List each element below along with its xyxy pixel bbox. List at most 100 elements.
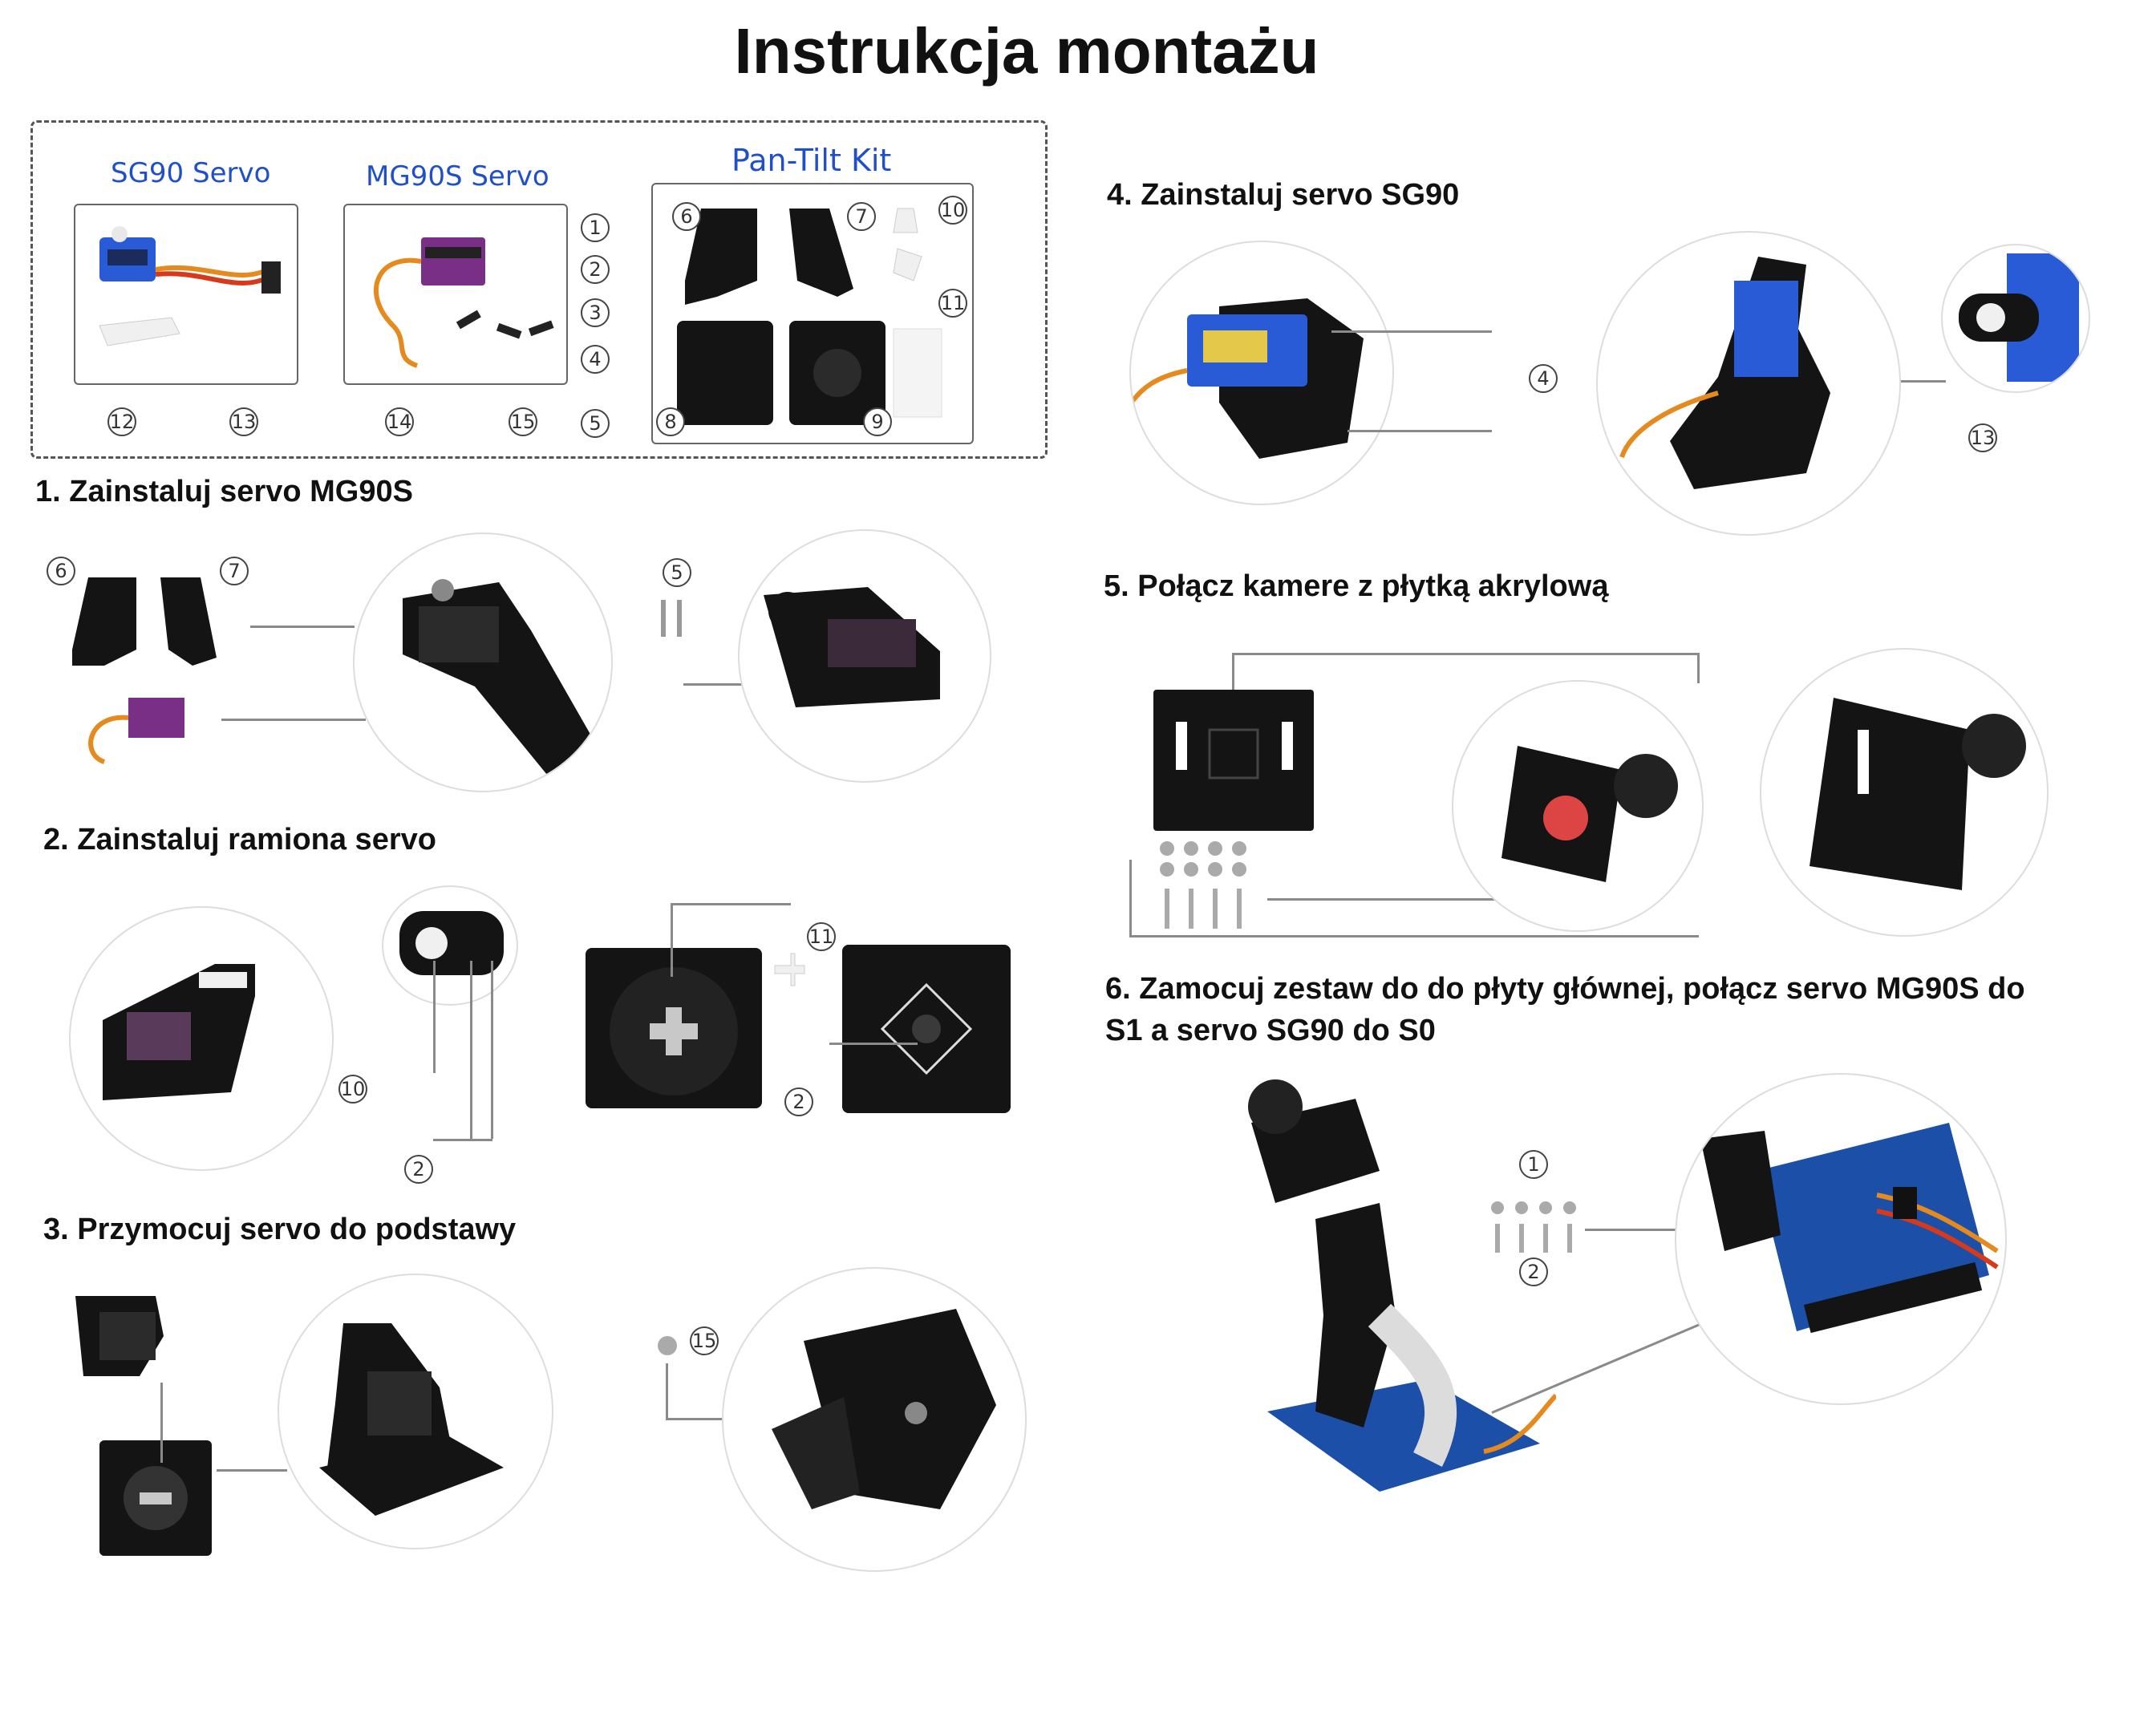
mg90s-servo-frame (343, 204, 568, 385)
sg90-servo-image (99, 226, 281, 346)
step2-connector-c (491, 961, 493, 1139)
step1-assembled-image (403, 579, 595, 775)
mg90s-servo-image (374, 237, 554, 368)
step1-number-7: 7 (220, 557, 249, 585)
part-number-13: 13 (229, 407, 258, 436)
step2-number-2a: 2 (404, 1155, 433, 1184)
part-number-5: 5 (581, 409, 610, 438)
step2-connector-a (433, 961, 436, 1073)
page-title: Instrukcja montażu (734, 15, 1319, 87)
step3-detail-circle-a (278, 1274, 553, 1549)
part-number-7: 7 (847, 202, 876, 231)
step5-screws-nuts-icon (1160, 841, 1246, 929)
step2-connector-g (829, 1043, 918, 1045)
step-1-heading: 1. Zainstaluj servo MG90S (35, 475, 413, 508)
step4-detail-circle-a (1129, 241, 1394, 505)
step2-number-11: 11 (807, 922, 836, 951)
step3-mounted-image (319, 1323, 504, 1516)
step-6-heading-line1: 6. Zamocuj zestaw do do płyty głównej, p… (1105, 972, 2025, 1006)
pantilt-kit-image (677, 208, 942, 425)
step2-plate-image (842, 945, 1011, 1113)
step2-detail-circle-a (69, 906, 334, 1171)
step6-number-2: 2 (1519, 1257, 1548, 1286)
step3-number-15: 15 (690, 1326, 719, 1355)
step1-screwed-image (764, 587, 940, 707)
sg90-label: SG90 Servo (111, 157, 271, 189)
step5-connector-d (1129, 860, 1132, 935)
step2-connector-f (671, 903, 673, 977)
part-number-6: 6 (672, 202, 701, 231)
kit-overview-box (30, 120, 1048, 459)
step3-detail-circle-b (722, 1267, 1027, 1572)
step3-screwed-image (772, 1309, 996, 1509)
step1-screws-icon (661, 600, 682, 637)
step-4-heading: 4. Zainstaluj servo SG90 (1107, 178, 1460, 212)
part-number-2: 2 (581, 255, 610, 284)
step5-connector-a (1232, 653, 1234, 693)
step1-detail-circle-b (738, 529, 991, 783)
step4-horn-closeup (1959, 253, 2079, 382)
part-number-15: 15 (509, 407, 537, 436)
step6-connector-a (1585, 1229, 1745, 1231)
step5-acrylic-plate-image (1153, 690, 1314, 831)
step4-connector-a (1331, 330, 1492, 333)
step5-camera-mounted-image (1810, 698, 2026, 890)
part-number-4: 4 (581, 345, 610, 374)
step5-detail-circle-a (1452, 680, 1704, 932)
part-number-10: 10 (938, 196, 967, 225)
step2-connector-e (671, 903, 791, 905)
part-number-1: 1 (581, 213, 610, 242)
step4-detail-circle-b (1596, 231, 1901, 536)
step1-number-5: 5 (663, 558, 691, 587)
step2-arm-image (103, 964, 255, 1100)
part-number-8: 8 (656, 407, 685, 436)
step1-number-6: 6 (47, 557, 75, 585)
part-number-12: 12 (107, 407, 136, 436)
step3-connector-b (217, 1469, 287, 1472)
part-number-3: 3 (581, 298, 610, 327)
step2-number-10: 10 (338, 1075, 367, 1104)
part-number-14: 14 (385, 407, 414, 436)
step2-number-2b: 2 (784, 1087, 813, 1116)
step2-connector-d (433, 1139, 492, 1141)
step-3-heading: 3. Przymocuj servo do podstawy (43, 1213, 517, 1246)
step2-connector-b (470, 961, 472, 1139)
step-6-heading-line2: S1 a servo SG90 do S0 (1105, 1014, 1436, 1047)
sg90-servo-frame (74, 204, 298, 385)
part-number-9: 9 (863, 407, 892, 436)
step3-parts-image (75, 1296, 212, 1556)
step4-connector-b (1348, 430, 1492, 432)
step2-base-image (586, 948, 762, 1108)
step6-detail-circle (1675, 1073, 2007, 1405)
step4-number-13: 13 (1968, 423, 1997, 452)
step2-cross-horn-icon (774, 953, 805, 986)
step6-screws-icon (1491, 1201, 1576, 1253)
step3-connector-a (160, 1383, 163, 1463)
step6-number-1: 1 (1519, 1150, 1548, 1179)
step-5-heading: 5. Połącz kamere z płytką akrylową (1104, 569, 1609, 603)
step1-parts-image (72, 577, 217, 764)
step6-hat-closeup-image (1700, 1123, 1999, 1334)
step5-connector-c (1697, 653, 1700, 683)
mg90s-label: MG90S Servo (366, 160, 549, 192)
pantilt-label: Pan-Tilt Kit (732, 143, 892, 178)
step5-connector-e (1129, 935, 1699, 937)
step1-detail-circle-a (353, 533, 613, 792)
step1-connector-a (250, 626, 355, 628)
step4-detail-circle-c (1941, 244, 2090, 393)
step5-detail-circle-b (1760, 648, 2049, 937)
pantilt-kit-frame (651, 183, 974, 444)
step4-sg90-mount-image (1131, 298, 1364, 459)
step4-connector-c (1901, 380, 1946, 383)
step-2-heading: 2. Zainstaluj ramiona servo (43, 823, 436, 856)
step1-connector-b (221, 719, 366, 721)
step5-connector-b (1232, 653, 1697, 655)
step5-camera-back-image (1502, 746, 1678, 882)
part-number-11: 11 (938, 289, 967, 318)
step2-detail-circle-b (382, 885, 518, 1006)
step2-horn-closeup (399, 911, 504, 975)
step6-assembled-kit-image (1248, 1079, 1556, 1492)
step4-number-4: 4 (1529, 364, 1558, 393)
step3-screw-icon (658, 1336, 677, 1355)
step3-connector-c (666, 1363, 668, 1418)
